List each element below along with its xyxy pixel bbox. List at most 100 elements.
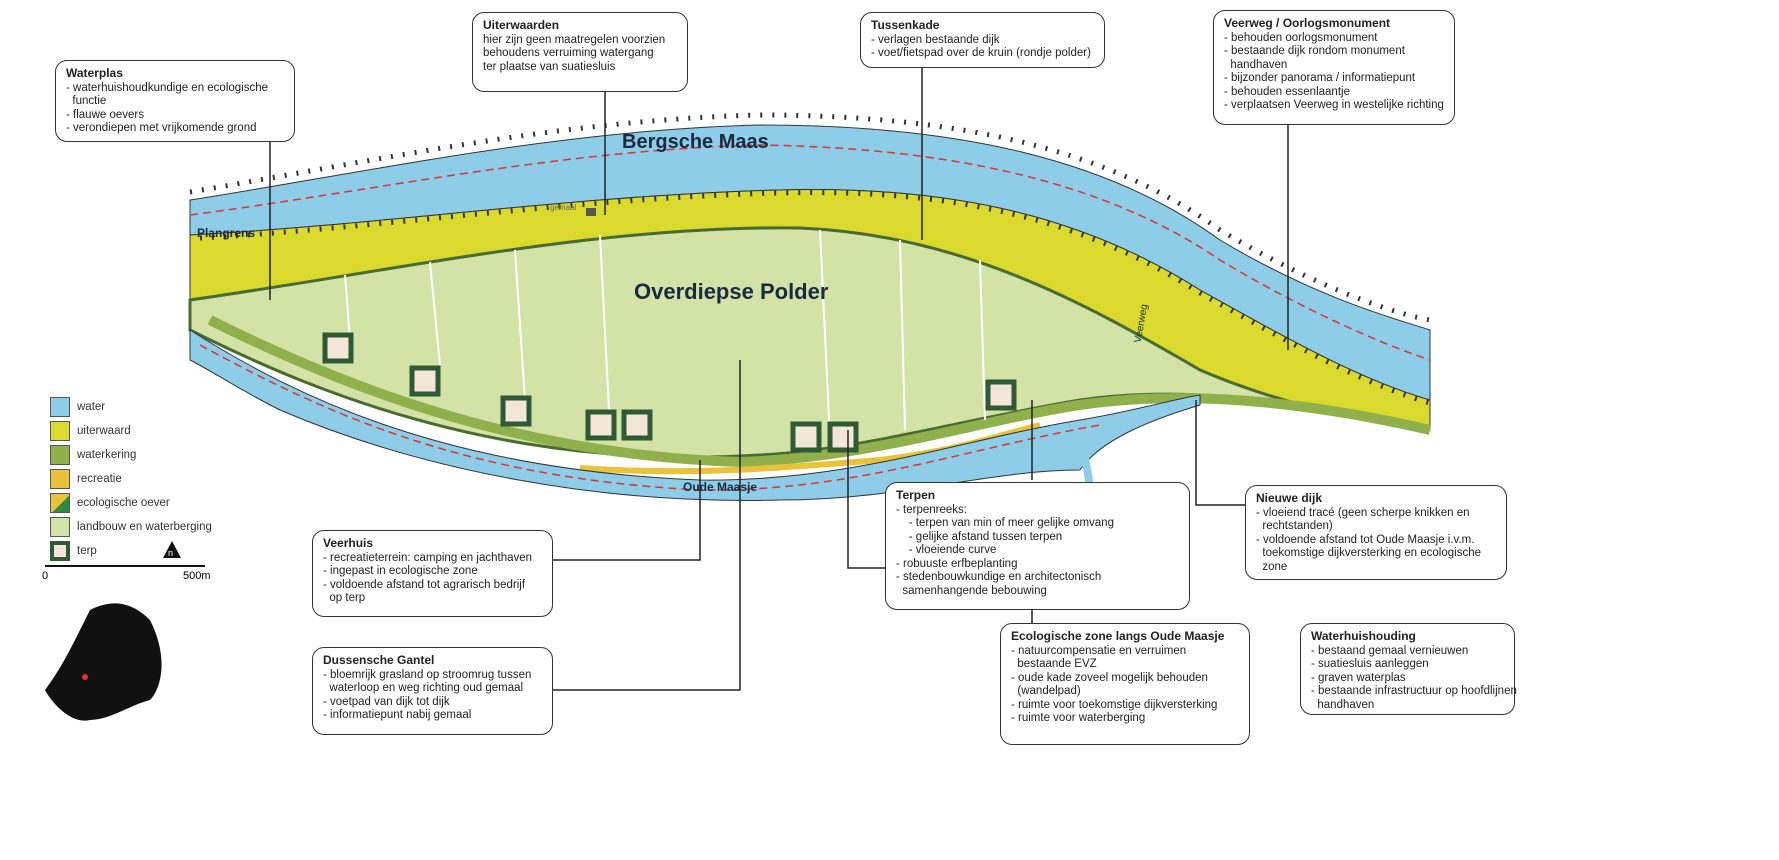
label-bergsche-maas: Bergsche Maas [622,131,769,153]
callout-line: op terp [323,592,366,604]
netherlands-inset-map [45,603,162,721]
callout-line: rechtstanden) [1256,520,1333,532]
plangrens-line-south [199,344,1101,491]
callout-title: Veerhuis [323,536,374,550]
north-label: n [168,548,174,558]
callout-line: - voetpad van dijk tot dijk [323,695,450,708]
legend-swatch [50,469,70,489]
callout-line: - verlagen bestaande dijk [871,33,1000,46]
callout-line: - voldoende afstand tot Oude Maasje i.v.… [1256,533,1475,546]
legend-swatch [50,445,70,465]
callout-veerhuis: Veerhuis- recreatieterrein: camping en j… [312,530,553,617]
callout-line: - suatiesluis aanleggen [1311,658,1429,670]
callout-terpen: Terpen- terpenreeks: - terpen van min of… [885,482,1190,610]
callout-line: hier zijn geen maatregelen voorzien [483,33,666,46]
callout-line: zone [1256,560,1288,573]
callout-title: Uiterwaarden [483,18,560,32]
callout-line: - ingepast in ecologische zone [323,565,478,577]
callout-line: - gelijke afstand tussen terpen [896,530,1063,543]
callout-title: Waterhuishouding [1311,629,1416,643]
callout-title: Ecologische zone langs Oude Maasje [1011,629,1225,643]
callout-line: - verondiepen met vrijkomende grond [66,122,257,134]
callout-line: - voldoende afstand tot agrarisch bedrij… [323,578,526,591]
legend-swatch [50,493,70,513]
callout-line: - informatiepunt nabij gemaal [323,709,472,721]
callout-line: - robuuste erfbeplanting [896,557,1018,570]
callout-line: - behouden oorlogsmonument [1224,31,1378,44]
callout-line: - bijzonder panorama / informatiepunt [1224,72,1416,84]
callout-line: ter plaatse van suatiesluis [483,60,616,73]
location-marker [82,674,88,680]
legend-label: waterkering [77,449,137,461]
callout-title: Waterplas [66,66,123,80]
callout-dussensche-gantel: Dussensche Gantel- bloemrijk grasland op… [312,647,553,735]
callout-line: - recreatieterrein: camping en jachthave… [323,551,533,564]
callout-line: handhaven [1311,698,1375,711]
callout-waterplas: Waterplas- waterhuishoudkundige en ecolo… [55,60,295,142]
legend-item: landbouw en waterberging [50,515,212,539]
legend-item: ecologische oever [50,491,212,515]
ditches [344,229,986,441]
gemaal-building [586,208,596,216]
callout-title: Nieuwe dijk [1256,491,1323,505]
callout-line: - ruimte voor waterberging [1011,712,1146,724]
callout-line: - terpen van min of meer gelijke omvang [896,517,1114,529]
legend-swatch [50,517,70,537]
callout-title: Dussensche Gantel [323,653,435,667]
legend-label: ecologische oever [77,497,170,509]
legend-label: landbouw en waterberging [77,521,212,533]
callout-line: - waterhuishoudkundige en ecologische [66,81,269,94]
callout-nieuwe-dijk: Nieuwe dijk- vloeiend tracé (geen scherp… [1245,485,1507,580]
callout-tussenkade: Tussenkade- verlagen bestaande dijk- voe… [860,12,1105,68]
callout-line: - natuurcompensatie en verruimen [1011,644,1187,657]
callout-line: - graven waterplas [1311,671,1406,684]
plangrens-line [189,144,1431,361]
tree-row [189,112,1431,323]
callout-title: Veerweg / Oorlogsmonument [1224,16,1391,30]
callout-line: - bestaand gemaal vernieuwen [1311,644,1469,657]
callout-line: - ruimte voor toekomstige dijkversterkin… [1011,698,1218,711]
callout-title: Tussenkade [871,18,940,32]
legend-label: recreatie [77,473,122,485]
callout-line: handhaven [1224,58,1288,71]
legend-item: waterkering [50,443,212,467]
terpen [322,332,1017,453]
callout-line: behoudens verruiming watergang [483,47,654,59]
callout-title: Terpen [896,488,936,502]
legend-label: terp [77,545,97,557]
callout-waterhuishouding: Waterhuishouding- bestaand gemaal vernie… [1300,623,1517,715]
callout-line: - oude kade zoveel mogelijk behouden [1011,671,1208,684]
callout-line: - flauwe oevers [66,108,144,121]
callout-line: - verplaatsen Veerweg in westelijke rich… [1224,99,1444,111]
callout-line: - bestaande dijk rondom monument [1224,45,1405,57]
callout-line: - bloemrijk grasland op stroomrug tussen [323,668,532,681]
callout-line: waterloop en weg richting oud gemaal [323,682,524,694]
label-plangrens: Plangrens [197,226,256,240]
callout-line: - voet/fietspad over de kruin (rondje po… [871,47,1091,59]
scale-start: 0 [42,570,49,582]
callout-line: functie [66,95,107,107]
callout-line: - vloeiende curve [896,544,997,556]
callout-line: samenhangende bebouwing [896,584,1047,597]
tree-row [199,190,1431,406]
label-gemaal: gemaal [550,203,577,212]
callout-veerweg-oorlogsmonument: Veerweg / Oorlogsmonument- behouden oorl… [1213,10,1455,125]
legend-swatch [50,541,70,561]
callout-line: bestaande EVZ [1011,658,1097,670]
legend-swatch [50,421,70,441]
legend-item: uiterwaard [50,419,212,443]
waterkering-dike [207,315,1432,468]
north-arrow-icon [163,541,181,558]
legend: water uiterwaard waterkering recreatie e… [50,395,212,563]
callout-line: (wandelpad) [1011,685,1081,697]
legend-label: water [77,401,106,413]
callout-line: - vloeiend tracé (geen scherpe knikken e… [1256,506,1470,519]
callout-line: - stedenbouwkundige en architectonisch [896,571,1102,583]
legend-item: terp [50,539,212,563]
legend-swatch [50,397,70,417]
label-overdiepse-polder: Overdiepse Polder [634,279,829,304]
river-oude-maasje [189,329,1201,501]
callout-line: - behouden essenlaantje [1224,85,1350,98]
